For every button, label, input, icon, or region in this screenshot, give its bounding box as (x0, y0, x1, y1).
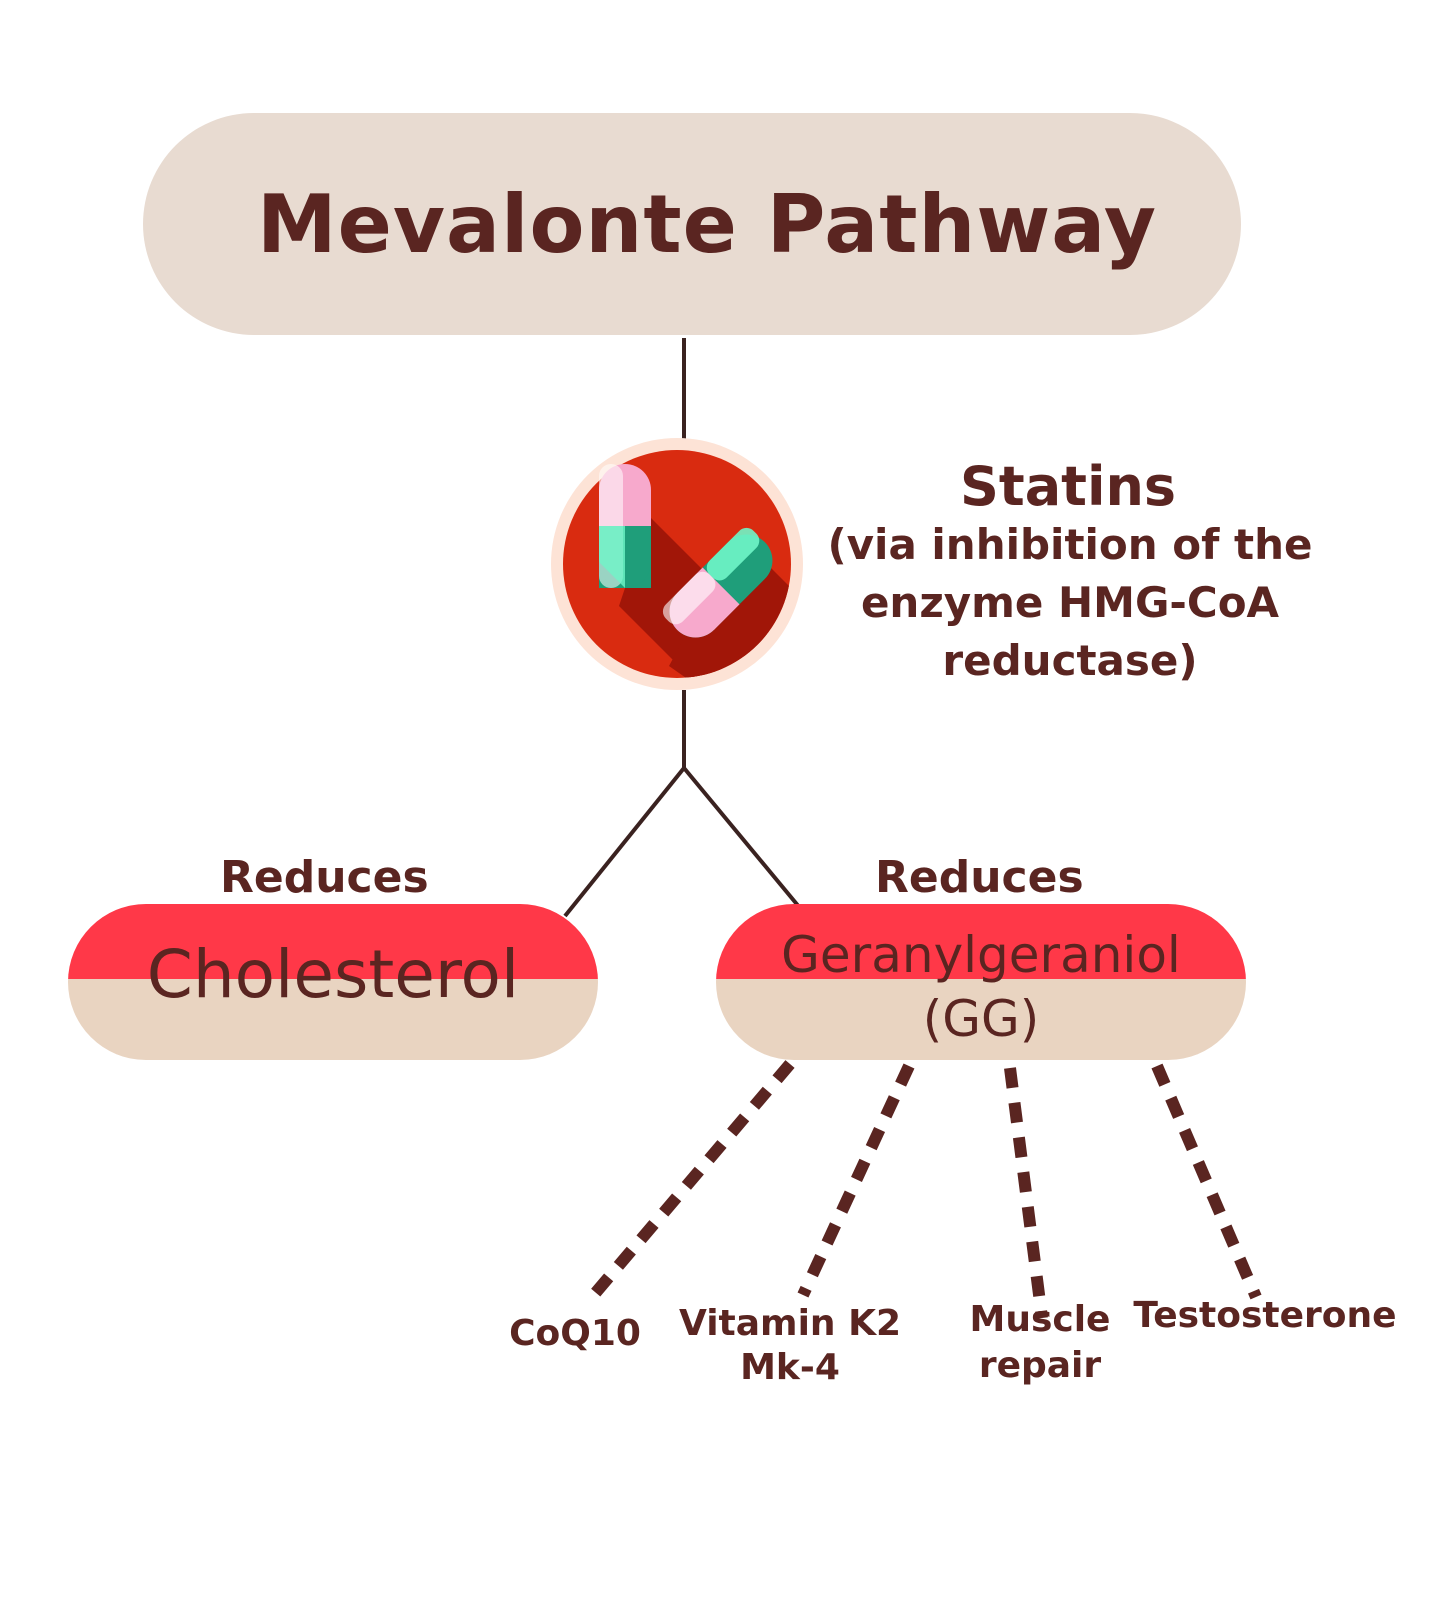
cholesterol-label: Cholesterol (146, 936, 520, 1013)
connector-fork-left (563, 766, 686, 918)
title-pill (143, 113, 1241, 335)
dotted-link-coq10 (581, 1060, 795, 1308)
geranylgeraniol-capsule (716, 904, 1246, 1060)
outcome-vitamin-k2-line-1: Vitamin K2 (678, 1303, 902, 1344)
outcome-muscle-repair-line-1: Muscle (969, 1299, 1111, 1340)
dotted-link-testosterone (1151, 1063, 1262, 1300)
reduces-label-gg: Reduces (875, 852, 1084, 903)
geranylgeraniol-label-line-1: Geranylgeraniol (781, 926, 1181, 984)
outcome-vitamin-k2-line-2: Mk-4 (740, 1347, 840, 1388)
outcome-muscle-repair-line-2: repair (978, 1345, 1102, 1386)
cholesterol-capsule (68, 904, 598, 1060)
geranylgeraniol-label-line-2: (GG) (922, 990, 1040, 1048)
dotted-link-muscle-repair (1004, 1067, 1048, 1319)
reduces-label-cholesterol: Reduces (220, 852, 429, 903)
statins-description-line-1: (via inhibition of the (827, 520, 1313, 569)
outcome-testosterone: Testosterone (1133, 1295, 1397, 1336)
statins-description-line-2: enzyme HMG-CoA (860, 578, 1280, 627)
outcome-coq10: CoQ10 (509, 1313, 641, 1354)
connector-fork-right (682, 766, 802, 910)
page-title: Mevalonte Pathway (257, 177, 1157, 271)
dotted-link-vitamin-k2 (797, 1063, 915, 1298)
statin-pills-icon (551, 438, 803, 690)
statins-title: Statins (960, 455, 1177, 518)
statins-description-line-3: reductase) (942, 636, 1198, 685)
